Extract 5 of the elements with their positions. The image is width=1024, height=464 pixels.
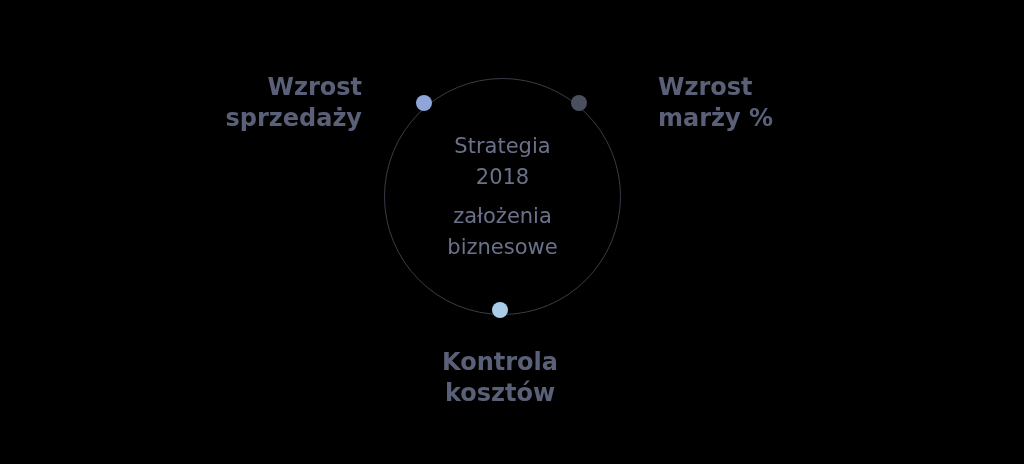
goal-label: Kontrola kosztów	[441, 347, 559, 409]
circle-title: Strategia 2018	[453, 132, 552, 191]
goal-label: Wzrost sprzedaży	[224, 72, 362, 134]
circle-subtitle: założenia biznesowe	[446, 202, 559, 261]
goal-label: Wzrost marży %	[658, 72, 775, 134]
